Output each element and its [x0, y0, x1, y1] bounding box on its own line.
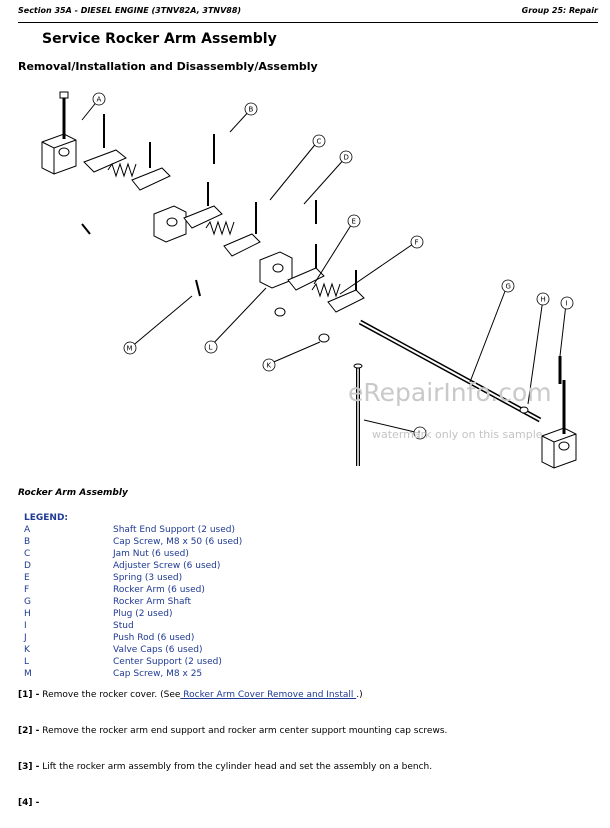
- legend-label: Plug (2 used): [113, 609, 173, 619]
- step-number: [4] -: [18, 798, 40, 808]
- page-subtitle: Removal/Installation and Disassembly/Ass…: [18, 60, 318, 73]
- legend-key: K: [24, 645, 30, 655]
- legend-key: F: [24, 585, 30, 595]
- legend-item: H Plug (2 used): [24, 609, 324, 621]
- legend-label: Center Support (2 used): [113, 657, 222, 667]
- legend-key: H: [24, 609, 31, 619]
- svg-text:C: C: [317, 138, 322, 146]
- legend-key: E: [24, 573, 30, 583]
- watermark: eRepairInfo.com: [348, 378, 552, 407]
- callout-g: G: [501, 279, 515, 293]
- svg-text:B: B: [249, 106, 254, 114]
- callout-m: M: [123, 341, 137, 355]
- callout-k: K: [262, 358, 276, 372]
- svg-text:H: H: [541, 296, 546, 304]
- legend-label: Jam Nut (6 used): [113, 549, 189, 559]
- legend-item: I Stud: [24, 621, 324, 633]
- svg-text:D: D: [344, 154, 349, 162]
- legend-item: G Rocker Arm Shaft: [24, 597, 324, 609]
- step-text: Remove the rocker arm end support and ro…: [39, 726, 448, 736]
- legend-item: C Jam Nut (6 used): [24, 549, 324, 561]
- legend-key: B: [24, 537, 31, 547]
- step-number: [2] -: [18, 726, 40, 736]
- legend-key: D: [24, 561, 31, 571]
- legend-key: J: [24, 633, 27, 643]
- svg-text:E: E: [352, 218, 356, 226]
- legend-item: M Cap Screw, M8 x 25: [24, 669, 324, 681]
- svg-text:M: M: [127, 345, 133, 353]
- callout-f: F: [410, 235, 424, 249]
- legend-item: K Valve Caps (6 used): [24, 645, 324, 657]
- legend-label: Rocker Arm Shaft: [113, 597, 192, 607]
- step-text: Remove the rocker cover. (See: [39, 690, 181, 700]
- figure-caption: Rocker Arm Assembly: [18, 488, 128, 498]
- page-header: Section 35A - DIESEL ENGINE (3TNV82A, 3T…: [0, 6, 610, 20]
- legend-label: Adjuster Screw (6 used): [113, 561, 221, 571]
- step-4: [4] -: [18, 798, 39, 808]
- legend-item: A Shaft End Support (2 used): [24, 525, 324, 537]
- step-number: [1] -: [18, 690, 40, 700]
- svg-text:G: G: [506, 283, 511, 291]
- svg-text:K: K: [267, 362, 272, 370]
- callout-j: J: [413, 426, 427, 440]
- svg-text:L: L: [209, 344, 213, 352]
- step-3: [3] - Lift the rocker arm assembly from …: [18, 762, 432, 772]
- legend-label: Spring (3 used): [113, 573, 183, 583]
- callout-d: D: [339, 150, 353, 164]
- legend-label: Push Rod (6 used): [113, 633, 195, 643]
- callout-l: L: [204, 340, 218, 354]
- svg-text:I: I: [566, 300, 568, 308]
- callout-h: H: [536, 292, 550, 306]
- legend-key: G: [24, 597, 31, 607]
- exploded-diagram: A B C D E F G H I J K L M: [20, 84, 610, 474]
- legend-item: F Rocker Arm (6 used): [24, 585, 324, 597]
- legend-label: Rocker Arm (6 used): [113, 585, 205, 595]
- legend-label: Valve Caps (6 used): [113, 645, 203, 655]
- legend-key: M: [24, 669, 32, 679]
- svg-text:F: F: [415, 239, 419, 247]
- rocker-cover-link[interactable]: Rocker Arm Cover Remove and Install: [180, 690, 357, 700]
- legend-label: Cap Screw, M8 x 50 (6 used): [113, 537, 243, 547]
- section-label: Section 35A - DIESEL ENGINE (3TNV82A, 3T…: [18, 6, 242, 15]
- watermark-note: watermark only on this sample: [372, 428, 543, 441]
- rocker-arm-illustration: A B C D E F G H I J K L M: [41, 91, 577, 469]
- legend-label: Cap Screw, M8 x 25: [113, 669, 203, 679]
- legend-item: E Spring (3 used): [24, 573, 324, 585]
- legend-item: J Push Rod (6 used): [24, 633, 324, 645]
- legend-label: Stud: [113, 621, 134, 631]
- legend-key: L: [24, 657, 30, 667]
- legend-key: I: [24, 621, 27, 631]
- group-label: Group 25: Repair: [521, 6, 598, 15]
- legend-list: A Shaft End Support (2 used) B Cap Screw, …: [24, 525, 324, 681]
- svg-text:A: A: [97, 96, 102, 104]
- callout-i: I: [560, 296, 574, 310]
- callout-c: C: [312, 134, 326, 148]
- legend-title: LEGEND:: [24, 513, 69, 523]
- callout-a: A: [92, 92, 106, 106]
- callout-e: E: [347, 214, 361, 228]
- legend-item: B Cap Screw, M8 x 50 (6 used): [24, 537, 324, 549]
- legend-label: Shaft End Support (2 used): [113, 525, 235, 535]
- svg-text:J: J: [417, 430, 420, 438]
- legend-key: A: [24, 525, 31, 535]
- legend-item: L Center Support (2 used): [24, 657, 324, 669]
- step-2: [2] - Remove the rocker arm end support …: [18, 726, 447, 736]
- step-text-after: .): [356, 690, 363, 700]
- legend-key: C: [24, 549, 31, 559]
- legend-item: D Adjuster Screw (6 used): [24, 561, 324, 573]
- callout-b: B: [244, 102, 258, 116]
- step-number: [3] -: [18, 762, 40, 772]
- callout-markers: A B C D E F G H I J K L M: [92, 92, 574, 440]
- step-1: [1] - Remove the rocker cover. (See Rock…: [18, 690, 363, 700]
- step-text: Lift the rocker arm assembly from the cy…: [39, 762, 433, 772]
- header-divider: [18, 22, 598, 23]
- page-title: Service Rocker Arm Assembly: [42, 31, 277, 47]
